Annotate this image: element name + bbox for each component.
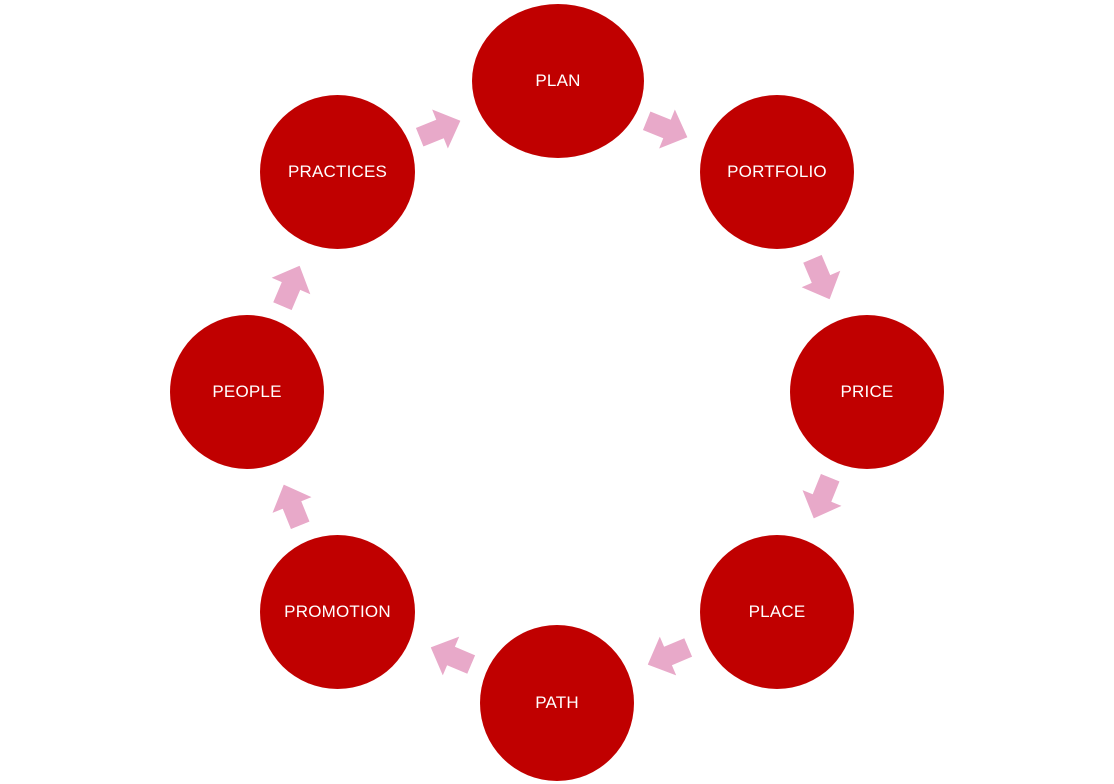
arrow-shape	[802, 473, 842, 519]
node-label: PROMOTION	[284, 602, 391, 621]
arrow-shape	[430, 636, 476, 676]
node-label: PLAN	[535, 71, 581, 90]
arrow-path-to-promotion-icon	[423, 628, 480, 684]
arrow-shape	[415, 109, 461, 149]
node-portfolio: PORTFOLIO	[700, 95, 854, 249]
node-price: PRICE	[790, 315, 944, 469]
node-label: PRICE	[840, 382, 894, 401]
arrow-shape	[647, 636, 693, 676]
arrow-shape	[801, 254, 841, 300]
node-label: PRACTICES	[287, 162, 388, 181]
arrow-shape	[642, 109, 688, 149]
node-practices: PRACTICES	[260, 95, 415, 249]
arrow-promotion-to-people-icon	[264, 477, 319, 534]
arrow-plan-to-portfolio-icon	[639, 101, 696, 156]
node-label: PORTFOLIO	[727, 162, 827, 181]
arrow-people-to-practices-icon	[263, 258, 319, 315]
arrow-practices-to-plan-icon	[412, 101, 469, 156]
arrow-place-to-path-icon	[640, 628, 697, 684]
node-label: PLACE	[748, 602, 806, 621]
node-plan: PLAN	[472, 4, 644, 158]
node-path: PATH	[480, 625, 634, 781]
node-people: PEOPLE	[170, 315, 324, 469]
node-promotion: PROMOTION	[260, 535, 415, 689]
node-label: PEOPLE	[212, 382, 282, 401]
arrow-shape	[271, 265, 311, 311]
arrow-shape	[272, 484, 312, 530]
arrow-portfolio-to-price-icon	[793, 251, 849, 308]
arrow-price-to-place-icon	[794, 470, 849, 527]
node-label: PATH	[535, 693, 579, 712]
node-place: PLACE	[700, 535, 854, 689]
